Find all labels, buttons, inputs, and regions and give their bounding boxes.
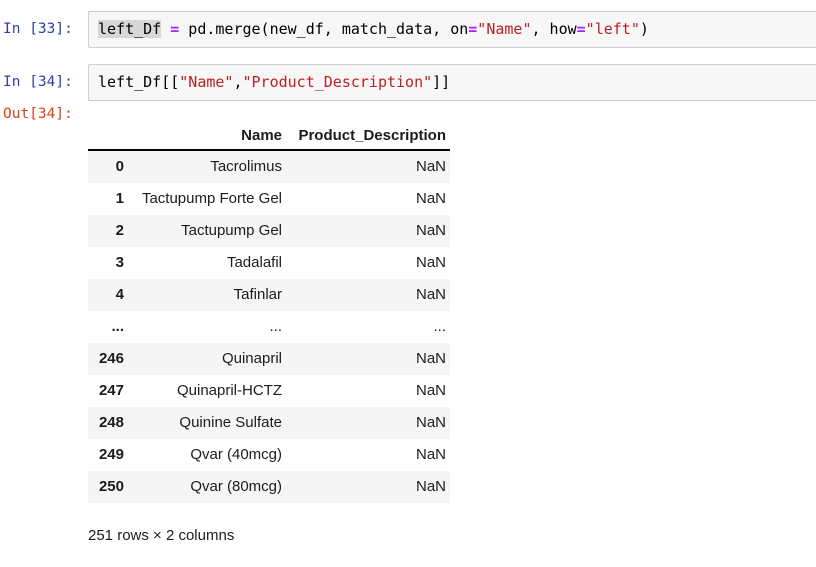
cell-product-description: NaN <box>415 350 446 367</box>
row-index: 2 <box>115 222 124 239</box>
cell-name: Tacrolimus <box>210 158 282 175</box>
row-index: 1 <box>115 190 124 207</box>
cell-name: Tactupump Gel <box>181 222 282 239</box>
code-cell-34: In [34]: left_Df[["Name","Product_Descri… <box>0 64 816 101</box>
code-token-str: "left" <box>585 20 640 38</box>
code-token-plain: ]] <box>432 73 451 91</box>
code-token-op: = <box>468 20 478 38</box>
row-index: 249 <box>98 446 124 463</box>
table-row: 246 Quinapril NaN <box>88 343 450 375</box>
table-row: 250 Qvar (80mcg) NaN <box>88 471 450 503</box>
output-cell-34: Out[34]: Name Product_Description 0 Tacro… <box>0 103 816 544</box>
cell-name: Qvar (40mcg) <box>190 446 282 463</box>
table-row: 249 Qvar (40mcg) NaN <box>88 439 450 471</box>
code-token-str: "Name" <box>179 73 234 91</box>
table-row: 4 Tafinlar NaN <box>88 279 450 311</box>
cell-product-description: NaN <box>415 414 446 431</box>
code-token-op: = <box>170 20 180 38</box>
code-cell-33: In [33]: left_Df = pd.merge(new_df, matc… <box>0 11 816 48</box>
table-row: 247 Quinapril-HCTZ NaN <box>88 375 450 407</box>
code-token-str: "Product_Description" <box>242 73 433 91</box>
cell-name: Quinapril-HCTZ <box>176 382 282 399</box>
row-index: 247 <box>98 382 124 399</box>
code-token-plain: , how <box>531 20 577 38</box>
dataframe-shape-summary: 251 rows × 2 columns <box>88 527 235 544</box>
row-index: 0 <box>115 158 124 175</box>
table-row: 3 Tadalafil NaN <box>88 247 450 279</box>
code-token-var-hl: left_Df <box>98 20 162 38</box>
code-token-plain: pd.merge(new_df, match_data, on <box>179 20 469 38</box>
code-token-op: = <box>576 20 586 38</box>
cell-product-description: NaN <box>415 158 446 175</box>
code-token-plain: ) <box>639 20 649 38</box>
input-prompt: In [34]: <box>3 74 73 90</box>
cell-product-description: NaN <box>415 254 446 271</box>
code-input[interactable]: left_Df = pd.merge(new_df, match_data, o… <box>88 11 816 48</box>
cell-product-description: NaN <box>415 222 446 239</box>
table-row: ......... <box>88 311 450 343</box>
cell-product-description: NaN <box>415 382 446 399</box>
table-row: 0 Tacrolimus NaN <box>88 150 450 183</box>
table-row: 248 Quinine Sulfate NaN <box>88 407 450 439</box>
row-index: 4 <box>115 286 124 303</box>
cell-name: Tadalafil <box>226 254 282 271</box>
cell-name: Qvar (80mcg) <box>190 478 282 495</box>
column-header-product-description: Product_Description <box>286 123 450 151</box>
cell-name: Tafinlar <box>233 286 282 303</box>
row-index: 246 <box>98 350 124 367</box>
input-prompt: In [33]: <box>3 21 73 37</box>
cell-product-description: NaN <box>415 286 446 303</box>
table-header-row: Name Product_Description <box>88 123 450 151</box>
table-row: 2 Tactupump Gel NaN <box>88 215 450 247</box>
notebook: In [33]: left_Df = pd.merge(new_df, matc… <box>0 11 816 544</box>
row-index: ... <box>111 318 124 335</box>
row-index: 250 <box>98 478 124 495</box>
output-prompt: Out[34]: <box>3 106 73 122</box>
column-header-name: Name <box>128 123 286 151</box>
cell-name: Quinapril <box>221 350 282 367</box>
row-index: 3 <box>115 254 124 271</box>
cell-name: Quinine Sulfate <box>179 414 282 431</box>
cell-name: ... <box>269 318 282 335</box>
cell-product-description: NaN <box>415 190 446 207</box>
cell-product-description: ... <box>433 318 446 335</box>
cell-product-description: NaN <box>415 446 446 463</box>
index-corner-header <box>88 123 128 151</box>
cell-product-description: NaN <box>415 478 446 495</box>
code-token-plain: , <box>233 73 243 91</box>
code-input[interactable]: left_Df[["Name","Product_Description"]] <box>88 64 816 101</box>
code-token-plain: left_Df[[ <box>98 73 180 91</box>
code-token-str: "Name" <box>477 20 532 38</box>
cell-name: Tactupump Forte Gel <box>141 190 282 207</box>
table-row: 1 Tactupump Forte Gel NaN <box>88 183 450 215</box>
row-index: 248 <box>98 414 124 431</box>
code-token-plain <box>161 20 170 38</box>
